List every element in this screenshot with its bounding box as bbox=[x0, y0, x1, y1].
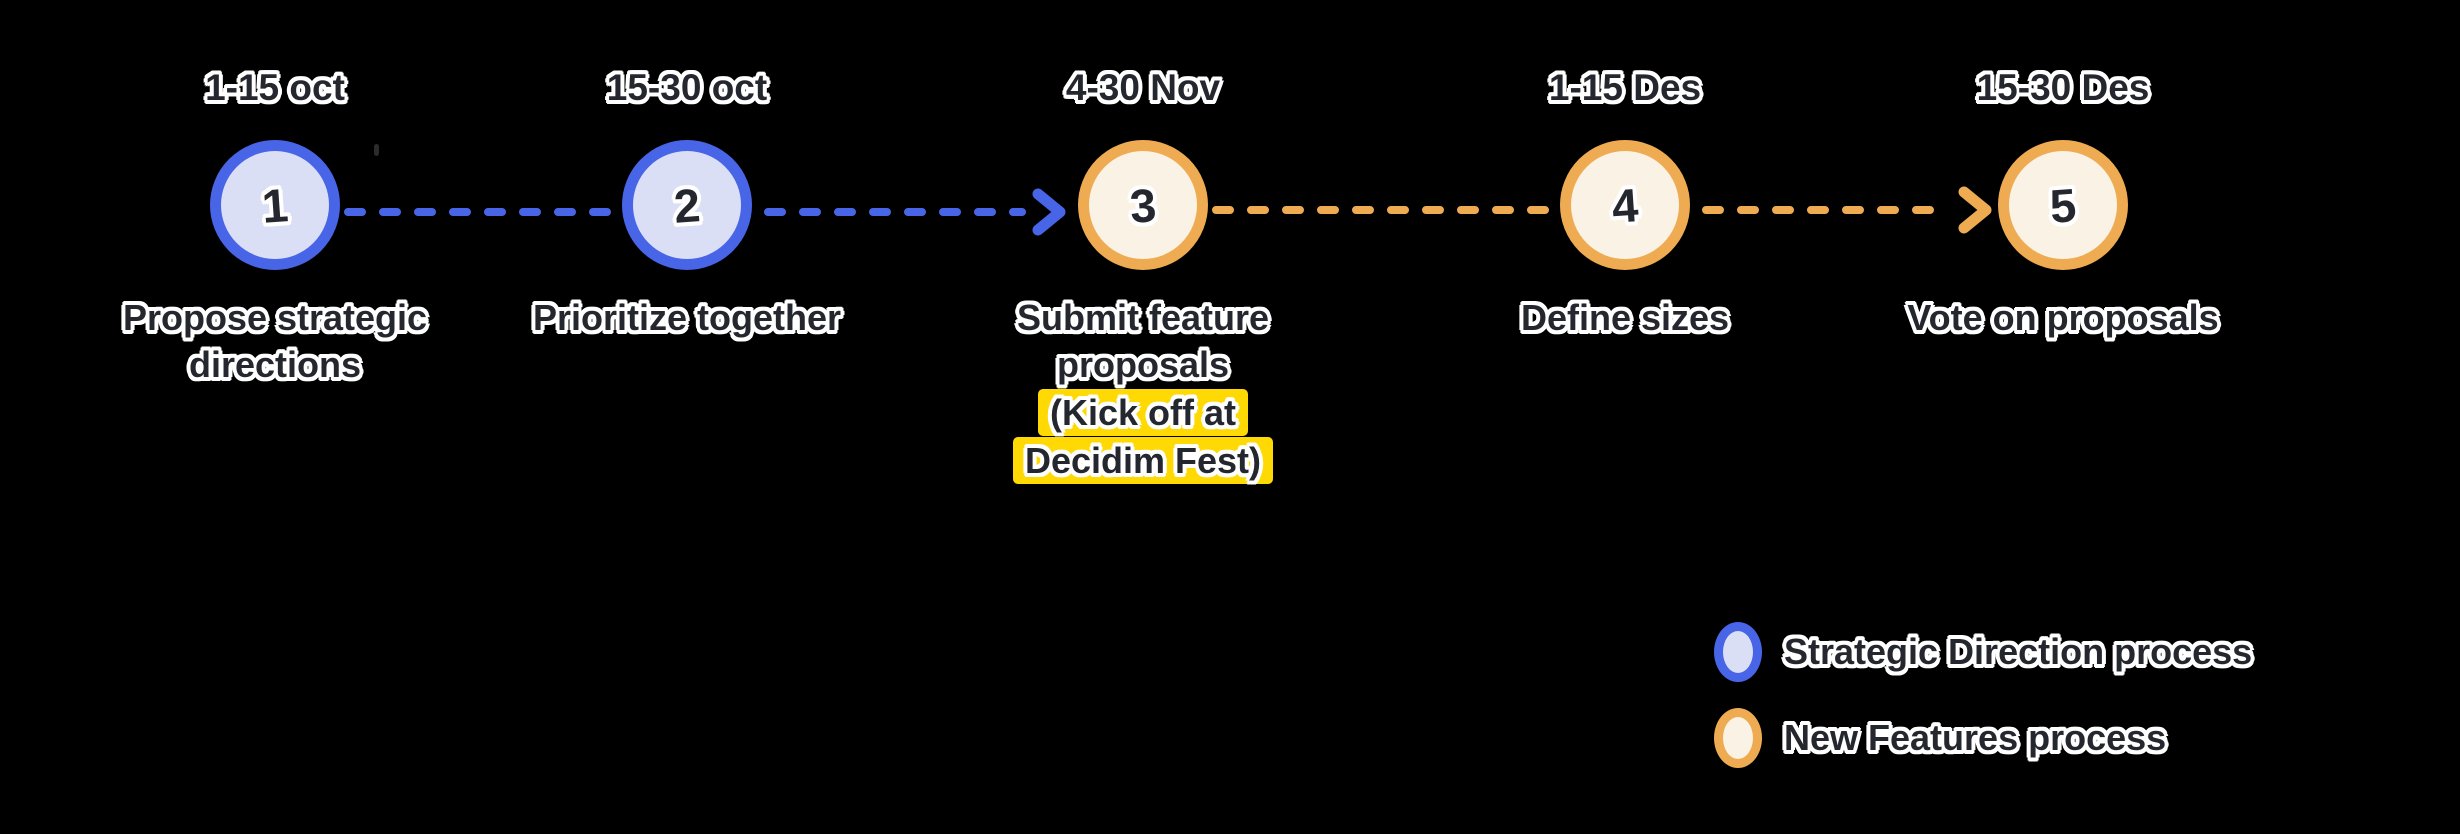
step-5-circle-icon: 5 bbox=[1998, 140, 2128, 270]
step-4-label-line: Define sizes bbox=[1520, 297, 1730, 338]
step-3-date: 4-30 Nov bbox=[1065, 67, 1221, 108]
step-5-number: 5 bbox=[2048, 177, 2078, 233]
strategic-arrowhead-icon bbox=[1032, 188, 1066, 236]
step-4: 1-15 Des 4 Define sizes bbox=[1455, 66, 1795, 341]
step-2: 15-30 oct 2 Prioritize together bbox=[517, 66, 857, 341]
legend-label-features: New Features process bbox=[1784, 717, 2167, 758]
features-arrowhead-icon bbox=[1958, 186, 1992, 234]
step-1-label: Propose strategic directions bbox=[123, 294, 427, 388]
step-1: 1-15 oct 1 Propose strategic directions bbox=[105, 66, 445, 388]
step-3-number: 3 bbox=[1128, 177, 1158, 233]
features-swatch-icon bbox=[1714, 708, 1762, 768]
step-3-label: Submit feature proposals (Kick off at De… bbox=[1012, 294, 1274, 484]
step-2-circle-icon: 2 bbox=[622, 140, 752, 270]
step-2-number: 2 bbox=[672, 177, 702, 233]
legend: Strategic Direction process New Features… bbox=[1714, 622, 2252, 768]
step-4-number: 4 bbox=[1610, 177, 1640, 233]
step-1-label-line: Propose strategic bbox=[122, 297, 428, 338]
step-2-label: Prioritize together bbox=[533, 294, 841, 341]
strategic-swatch-icon bbox=[1714, 622, 1762, 682]
step-1-date: 1-15 oct bbox=[205, 67, 345, 108]
step-1-number: 1 bbox=[260, 177, 290, 233]
step-5-label: Vote on proposals bbox=[1907, 294, 2218, 341]
step-3: 4-30 Nov 3 Submit feature proposals (Kic… bbox=[973, 66, 1313, 484]
step-3-label-line: proposals bbox=[1056, 344, 1230, 385]
step-2-date: 15-30 oct bbox=[606, 67, 768, 108]
step-3-label-line: Submit feature bbox=[1016, 297, 1270, 338]
step-1-label-line: directions bbox=[188, 344, 362, 385]
step-3-highlight-line: (Kick off at bbox=[1037, 389, 1248, 436]
step-4-circle-icon: 4 bbox=[1560, 140, 1690, 270]
step-4-label: Define sizes bbox=[1521, 294, 1729, 341]
legend-item-features: New Features process bbox=[1714, 708, 2252, 768]
step-2-label-line: Prioritize together bbox=[532, 297, 842, 338]
legend-item-strategic: Strategic Direction process bbox=[1714, 622, 2252, 682]
smudge-artifact bbox=[374, 144, 379, 156]
step-5: 15-30 Des 5 Vote on proposals bbox=[1893, 66, 2233, 341]
step-1-circle-icon: 1 bbox=[210, 140, 340, 270]
step-5-date: 15-30 Des bbox=[1976, 67, 2150, 108]
legend-label-strategic: Strategic Direction process bbox=[1784, 631, 2253, 672]
step-4-date: 1-15 Des bbox=[1548, 67, 1702, 108]
step-5-label-line: Vote on proposals bbox=[1907, 297, 2219, 338]
step-3-circle-icon: 3 bbox=[1078, 140, 1208, 270]
step-3-highlight-line: Decidim Fest) bbox=[1012, 437, 1274, 484]
